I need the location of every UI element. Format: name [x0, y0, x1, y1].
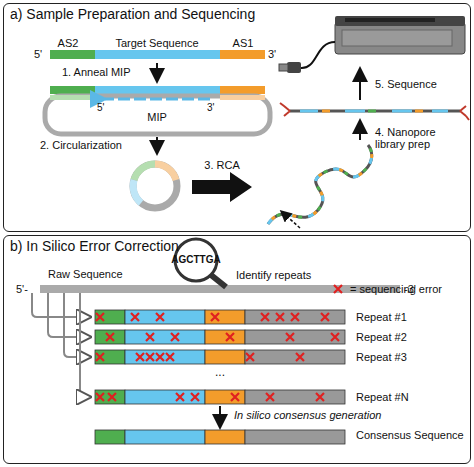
label-text: Repeat #1	[356, 311, 407, 323]
repeat-segment	[205, 310, 245, 324]
error-mark	[276, 313, 284, 321]
repeat-segment	[205, 350, 245, 364]
error-mark	[316, 393, 324, 401]
repeat-segment	[95, 430, 125, 444]
error-mark	[211, 313, 219, 321]
label-text: Repeat #2	[356, 331, 407, 343]
error-mark	[176, 393, 184, 401]
error-mark	[96, 393, 104, 401]
error-mark	[266, 393, 274, 401]
panel-title: a) Sample Preparation and Sequencing	[10, 6, 470, 22]
error-mark	[296, 353, 304, 361]
label-text: 2. Circularization	[40, 139, 122, 151]
label-text: 5'	[34, 48, 42, 60]
label-text: In silico consensus generation	[234, 409, 381, 421]
repeat-segment	[95, 330, 125, 344]
label-text: Target Sequence	[115, 37, 198, 49]
repeat-segment	[125, 350, 205, 364]
error-mark	[226, 333, 234, 341]
label-text: AS1	[233, 37, 254, 49]
label-text: Identify repeats	[236, 269, 311, 281]
error-mark	[166, 353, 174, 361]
error-mark	[246, 353, 254, 361]
repeat-segment	[125, 310, 205, 324]
label-text: 1. Anneal MIP	[62, 66, 131, 78]
repeat-segment	[245, 430, 345, 444]
error-mark	[334, 285, 342, 293]
error-mark	[331, 333, 339, 341]
error-mark	[156, 313, 164, 321]
repeat-segment	[205, 430, 245, 444]
error-mark	[231, 393, 239, 401]
label-text: Raw Sequence	[48, 268, 123, 280]
legend-text: = sequencing error	[350, 283, 442, 295]
repeat-segment	[125, 330, 205, 344]
label-text: 3. RCA	[204, 159, 239, 171]
repeat-segment	[95, 390, 125, 404]
repeat-segment	[95, 310, 125, 324]
error-mark	[131, 313, 139, 321]
error-mark	[146, 333, 154, 341]
panel-title: b) In Silico Error Correction	[10, 238, 470, 254]
repeat-segment	[245, 390, 345, 404]
label-text: Repeat #3	[356, 351, 407, 363]
error-mark	[321, 313, 329, 321]
label-text: 5'-	[16, 283, 28, 295]
repeat-segment	[245, 350, 345, 364]
error-mark	[136, 353, 144, 361]
label-text: 5. Sequence	[375, 78, 437, 90]
error-mark	[106, 333, 114, 341]
error-mark	[108, 393, 116, 401]
repeat-segment	[125, 430, 205, 444]
repeat-segment	[245, 310, 345, 324]
repeat-segment	[205, 330, 245, 344]
label-text: 4. Nanopore library prep	[375, 126, 455, 150]
error-mark	[261, 313, 269, 321]
label-text: AGCTTGA	[171, 254, 220, 265]
error-mark	[96, 313, 104, 321]
repeat-segment	[125, 390, 205, 404]
error-mark	[191, 393, 199, 401]
error-mark	[96, 353, 104, 361]
label-text: MIP	[147, 111, 167, 123]
label-text: 3'	[207, 102, 214, 113]
label-text: ...	[215, 366, 225, 379]
error-mark	[171, 333, 179, 341]
error-mark	[291, 313, 299, 321]
repeat-segment	[95, 350, 125, 364]
label-text: Repeat #N	[356, 391, 409, 403]
error-mark	[146, 353, 154, 361]
repeat-segment	[245, 330, 345, 344]
label-text: 5'	[97, 102, 104, 113]
label-text: AS2	[58, 37, 79, 49]
label-text: Consensus Sequence	[356, 429, 464, 441]
error-mark	[156, 353, 164, 361]
repeat-segment	[205, 390, 245, 404]
error-mark	[286, 333, 294, 341]
label-text: 3'	[268, 48, 276, 60]
